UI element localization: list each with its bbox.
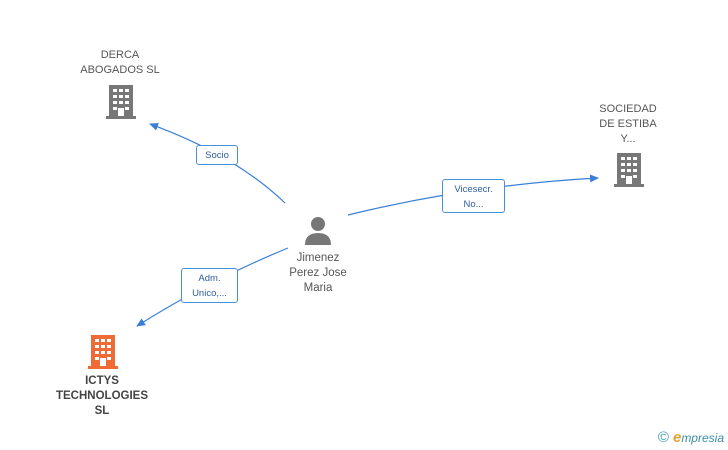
sociedad-label[interactable]: SOCIEDAD DE ESTIBA Y... xyxy=(599,103,657,145)
brand-logo-e: e xyxy=(672,429,682,446)
ictys-label[interactable]: ICTYS TECHNOLOGIES SL xyxy=(55,375,148,417)
edge-label-adm[interactable]: Adm. Unico,... xyxy=(181,268,238,303)
edge-label-vicesecr[interactable]: Vicesecr. No... xyxy=(442,179,505,213)
derca-label[interactable]: DERCA ABOGADOS SL xyxy=(80,49,160,76)
building-icon[interactable] xyxy=(88,335,118,369)
footer-brand: © empresia xyxy=(658,429,724,446)
copyright-symbol: © xyxy=(657,429,669,446)
building-icon[interactable] xyxy=(614,153,644,187)
person-icon[interactable] xyxy=(303,216,333,246)
brand-name: mpresia xyxy=(681,431,724,445)
person-label[interactable]: Jimenez Perez Jose Maria xyxy=(289,252,347,294)
building-icon[interactable] xyxy=(106,85,136,119)
edge-label-socio[interactable]: Socio xyxy=(196,145,238,165)
